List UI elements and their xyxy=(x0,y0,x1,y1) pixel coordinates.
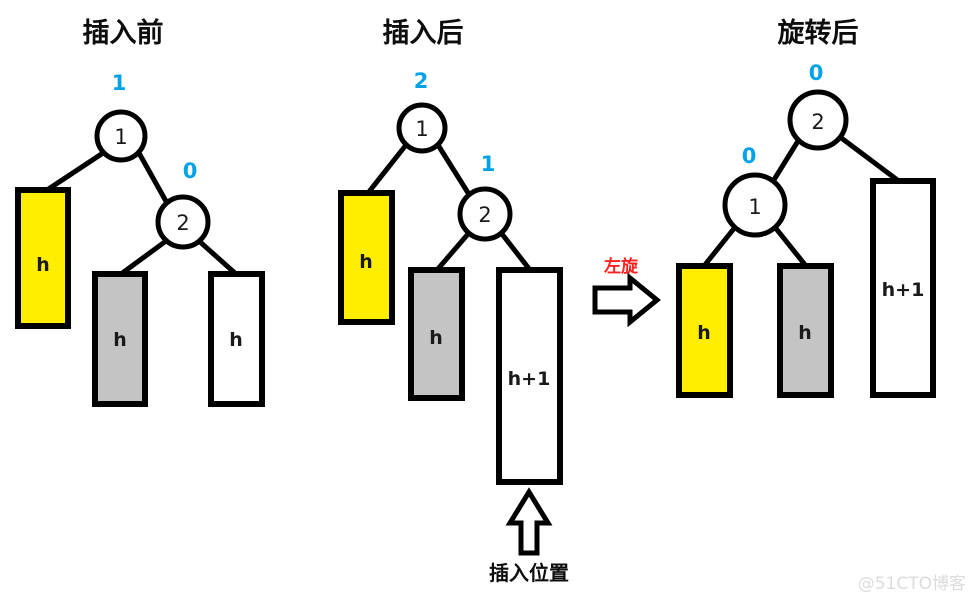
panel-before-insert: 插入前 1 0 h h h 1 2 xyxy=(15,17,265,407)
edge-root-right-p1 xyxy=(136,150,170,206)
subtree-label-gray-p1: h xyxy=(113,329,127,351)
node-circle-root-p2 xyxy=(396,102,448,154)
subtree-box-yellow-p1 xyxy=(15,187,71,329)
node-value-root-p3: 2 xyxy=(811,110,824,134)
rotation-label: 左旋 xyxy=(604,256,639,277)
subtree-box-white-p2 xyxy=(496,267,563,485)
edge-node2-right-p2 xyxy=(499,231,533,273)
subtree-label-yellow-p2: h xyxy=(359,251,373,273)
edge-node2-right-p1 xyxy=(196,238,239,277)
node-value-child-p3: 1 xyxy=(748,195,761,219)
subtree-box-gray-p1 xyxy=(92,271,148,407)
subtree-label-white-p3: h+1 xyxy=(882,279,925,301)
insert-position-caption: 插入位置 xyxy=(489,561,569,585)
node-circle-child-p3 xyxy=(722,172,788,238)
node-value-child-p2: 2 xyxy=(478,203,491,227)
balance-factor-root-p3: 0 xyxy=(809,61,824,85)
node-circle-root-p1 xyxy=(94,109,148,163)
edge-node1-right-p3 xyxy=(771,223,809,269)
panel-title-after-rotation: 旋转后 xyxy=(778,18,859,49)
panel-after-rotation: 旋转后 0 0 h h h+1 2 1 xyxy=(676,18,936,398)
rotation-operation: 左旋 xyxy=(592,256,661,328)
panel-title-after-insert: 插入后 xyxy=(383,18,464,49)
balance-factor-child-p2: 1 xyxy=(481,152,496,176)
balance-factor-root-p2: 2 xyxy=(414,69,429,93)
subtree-label-yellow-p1: h xyxy=(36,254,50,276)
node-circle-child-p1 xyxy=(155,194,211,250)
edge-root-left-p1 xyxy=(41,150,106,195)
balance-factor-child-p1: 0 xyxy=(183,159,198,183)
edge-node2-left-p2 xyxy=(434,231,471,273)
edge-node1-left-p3 xyxy=(701,223,739,269)
watermark-label: @51CTO博客 xyxy=(858,574,966,594)
edge-root-left-p2 xyxy=(365,142,409,196)
panel-title-before-insert: 插入前 xyxy=(83,17,164,49)
node-value-child-p1: 2 xyxy=(176,211,189,235)
node-circle-child-p2 xyxy=(457,186,513,242)
panel-after-insert: 插入后 2 1 h h h+1 1 2 插入位置 xyxy=(338,18,569,585)
edge-root-right-p2 xyxy=(435,142,473,199)
node-value-root-p1: 1 xyxy=(114,125,127,149)
balance-factor-child-p3: 0 xyxy=(742,144,757,168)
insert-position-arrow-icon xyxy=(505,487,553,556)
subtree-box-gray-p2 xyxy=(408,267,465,401)
subtree-label-gray-p3: h xyxy=(798,322,812,344)
right-arrow-icon xyxy=(592,272,661,328)
node-circle-root-p3 xyxy=(787,89,849,151)
subtree-box-white-p3 xyxy=(870,178,936,398)
node-value-root-p2: 1 xyxy=(415,117,428,141)
subtree-label-white-p2: h+1 xyxy=(508,368,551,390)
subtree-label-gray-p2: h xyxy=(429,327,443,349)
subtree-label-yellow-p3: h xyxy=(697,322,711,344)
edge-root-right-p3 xyxy=(837,134,903,185)
edge-root-left-p3 xyxy=(769,138,801,186)
subtree-box-yellow-p3 xyxy=(676,263,733,398)
balance-factor-root-p1: 1 xyxy=(112,71,127,95)
subtree-box-gray-p3 xyxy=(777,263,834,398)
edge-node2-left-p1 xyxy=(118,238,169,277)
subtree-box-yellow-p2 xyxy=(338,190,395,325)
subtree-box-white-p1 xyxy=(208,271,265,407)
subtree-label-white-p1: h xyxy=(229,329,243,351)
